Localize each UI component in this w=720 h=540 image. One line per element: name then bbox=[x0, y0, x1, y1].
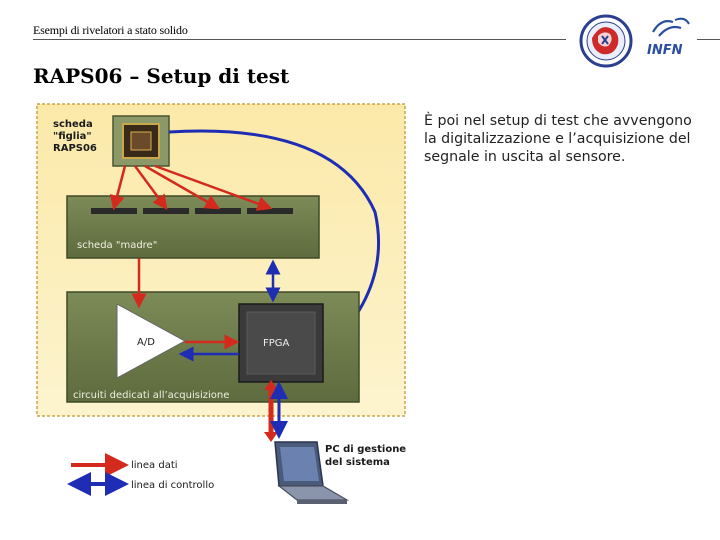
mother-board-label: scheda "madre" bbox=[77, 240, 157, 251]
data-line-3 bbox=[144, 164, 221, 210]
daughter-board-label-2: "figlia" bbox=[53, 131, 92, 142]
infn-logo-text: INFN bbox=[647, 43, 683, 58]
pc-label-1: PC di gestione bbox=[325, 444, 406, 455]
connector-4 bbox=[247, 208, 293, 214]
header-divider bbox=[33, 39, 566, 40]
slide-title: RAPS06 – Setup di test bbox=[33, 64, 290, 88]
daughter-board-label-3: RAPS06 bbox=[53, 143, 97, 154]
university-seal-logo bbox=[579, 14, 633, 68]
legend-data-label: linea dati bbox=[131, 460, 178, 471]
control-line-chip-fpga bbox=[168, 129, 381, 345]
data-line-1 bbox=[109, 165, 127, 211]
infn-logo: INFN bbox=[647, 17, 690, 58]
fpga-label: FPGA bbox=[263, 338, 290, 349]
slide-body-text: È poi nel setup di test che avvengono la… bbox=[424, 113, 692, 165]
adc-triangle bbox=[116, 303, 187, 379]
header-divider-right bbox=[697, 39, 720, 40]
connector-3 bbox=[195, 208, 241, 214]
adc-label: A/D bbox=[137, 337, 155, 348]
daughter-board-label-1: scheda bbox=[53, 119, 93, 130]
mother-board bbox=[66, 195, 320, 259]
data-line-2 bbox=[133, 165, 168, 211]
acquisition-label: circuiti dedicati all’acquisizione bbox=[73, 390, 229, 401]
connector-2 bbox=[143, 208, 189, 214]
pc-label-2: del sistema bbox=[325, 457, 390, 468]
header-text: Esempi di rivelatori a stato solido bbox=[33, 23, 188, 37]
pc-laptop-icon bbox=[274, 441, 350, 504]
test-setup-diagram: scheda "figlia" RAPS06 scheda "madre" A/… bbox=[36, 103, 406, 504]
connector-1 bbox=[91, 208, 137, 214]
legend-control-label: linea di controllo bbox=[131, 480, 214, 491]
data-line-4 bbox=[154, 164, 273, 211]
